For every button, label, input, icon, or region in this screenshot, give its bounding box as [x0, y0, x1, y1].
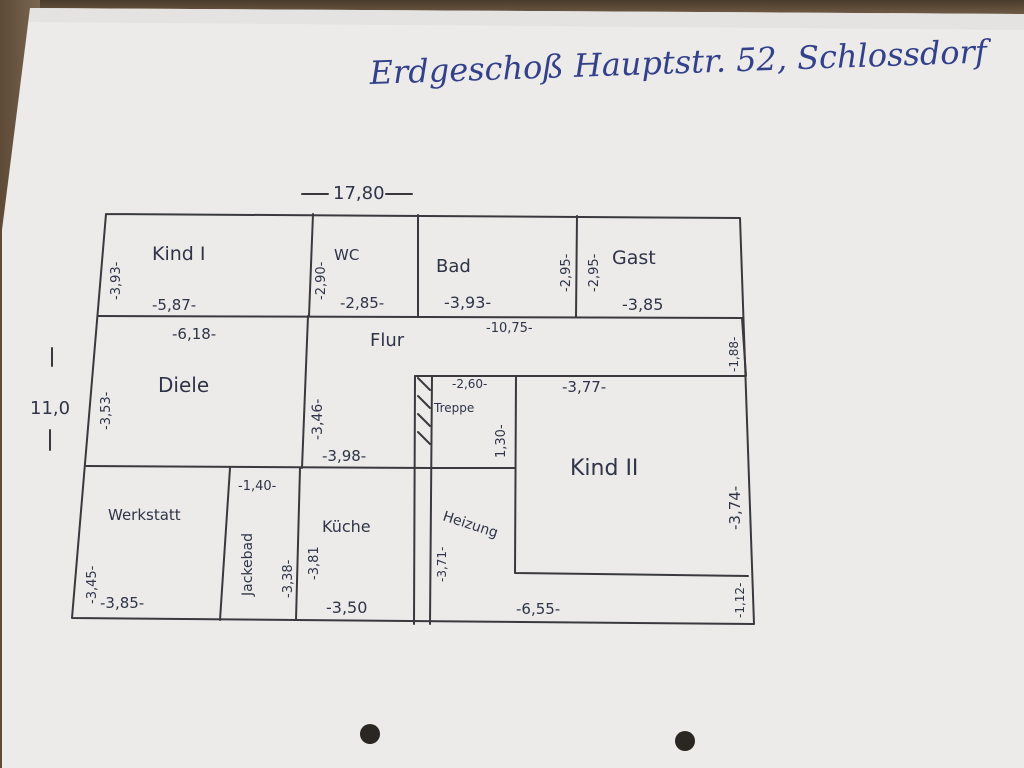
wall-row1-bottom — [97, 315, 743, 319]
room-kind2: Kind II — [570, 456, 638, 481]
dim-bottom-width: -6,55- — [516, 600, 560, 618]
wall-kind1-wc — [308, 213, 314, 317]
room-kind1: Kind I — [152, 243, 205, 265]
paper-shadow — [30, 8, 1024, 30]
stair-hatch — [417, 413, 431, 427]
dim-kind1-height: -3,93- — [109, 261, 124, 300]
dim-bad-width: -3,93- — [444, 293, 491, 312]
dim-flur-width: -10,75- — [486, 321, 533, 336]
punch-hole — [360, 724, 380, 744]
dim-heizung-height: -3,71- — [435, 547, 449, 582]
dim-werkstatt-height: -3,45- — [85, 565, 100, 604]
dim-kind1-width: -5,87- — [152, 296, 196, 314]
dim-flur-bottom: -3,98- — [322, 447, 366, 465]
wall-treppe-right — [429, 375, 433, 625]
wall-werkstatt-jackebad — [219, 467, 231, 621]
wall-diele-flur — [301, 315, 309, 469]
dim-kind2-width: -3,77- — [562, 378, 606, 396]
room-bad: Bad — [436, 256, 471, 277]
dim-flur-height-right: -1,88- — [727, 337, 741, 372]
dim-treppe-height: 1,30- — [494, 424, 509, 458]
dim-diele-width: -6,18- — [172, 325, 216, 343]
dim-werkstatt-width: -3,85- — [100, 594, 144, 612]
room-kueche: Küche — [322, 517, 371, 536]
dim-jackebad-width: -1,40- — [238, 479, 277, 494]
dim-kueche-height: -3,81 — [307, 546, 322, 580]
punch-hole — [675, 731, 695, 751]
outer-wall — [71, 213, 755, 625]
paper-sheet — [2, 8, 1024, 768]
stair-hatch — [417, 431, 431, 445]
dim-wc-height: -2,90- — [314, 261, 329, 300]
dim-diele-height: -3,53- — [99, 391, 114, 430]
stair-hatch — [417, 377, 431, 391]
room-wc: WC — [334, 246, 359, 264]
dim-wc-width: -2,85- — [340, 294, 384, 312]
room-treppe: Treppe — [433, 401, 474, 415]
wall-kind2 — [514, 375, 749, 577]
wall-right-notch — [741, 317, 747, 377]
wall-jackebad-kueche — [295, 467, 301, 621]
wall-bad-gast — [575, 215, 578, 318]
dim-corner-height: -1,12- — [733, 583, 747, 618]
dim-kueche-width: -3,50 — [326, 598, 367, 617]
dim-treppe-width: -2,60- — [452, 377, 487, 391]
room-diele: Diele — [158, 373, 209, 397]
overall-width: 17,80 — [333, 183, 385, 204]
wall-middle — [85, 465, 433, 469]
overall-height: 11,0 — [30, 398, 70, 419]
dim-flur-height: -3,46- — [310, 399, 326, 440]
room-gast: Gast — [612, 247, 656, 269]
dim-gast-height: -2,95- — [587, 253, 602, 292]
room-jackebad: Jackebad — [240, 533, 256, 597]
dim-jackebad-height: -3,38- — [281, 559, 296, 598]
stair-hatch — [417, 395, 431, 409]
wall-treppe-left — [413, 375, 416, 625]
dim-bad-height: -2,95- — [559, 253, 574, 292]
room-werkstatt: Werkstatt — [108, 506, 181, 524]
dim-kind2-height: -3,74- — [726, 486, 744, 530]
dim-gast-width: -3,85 — [622, 295, 663, 314]
room-flur: Flur — [370, 330, 405, 351]
